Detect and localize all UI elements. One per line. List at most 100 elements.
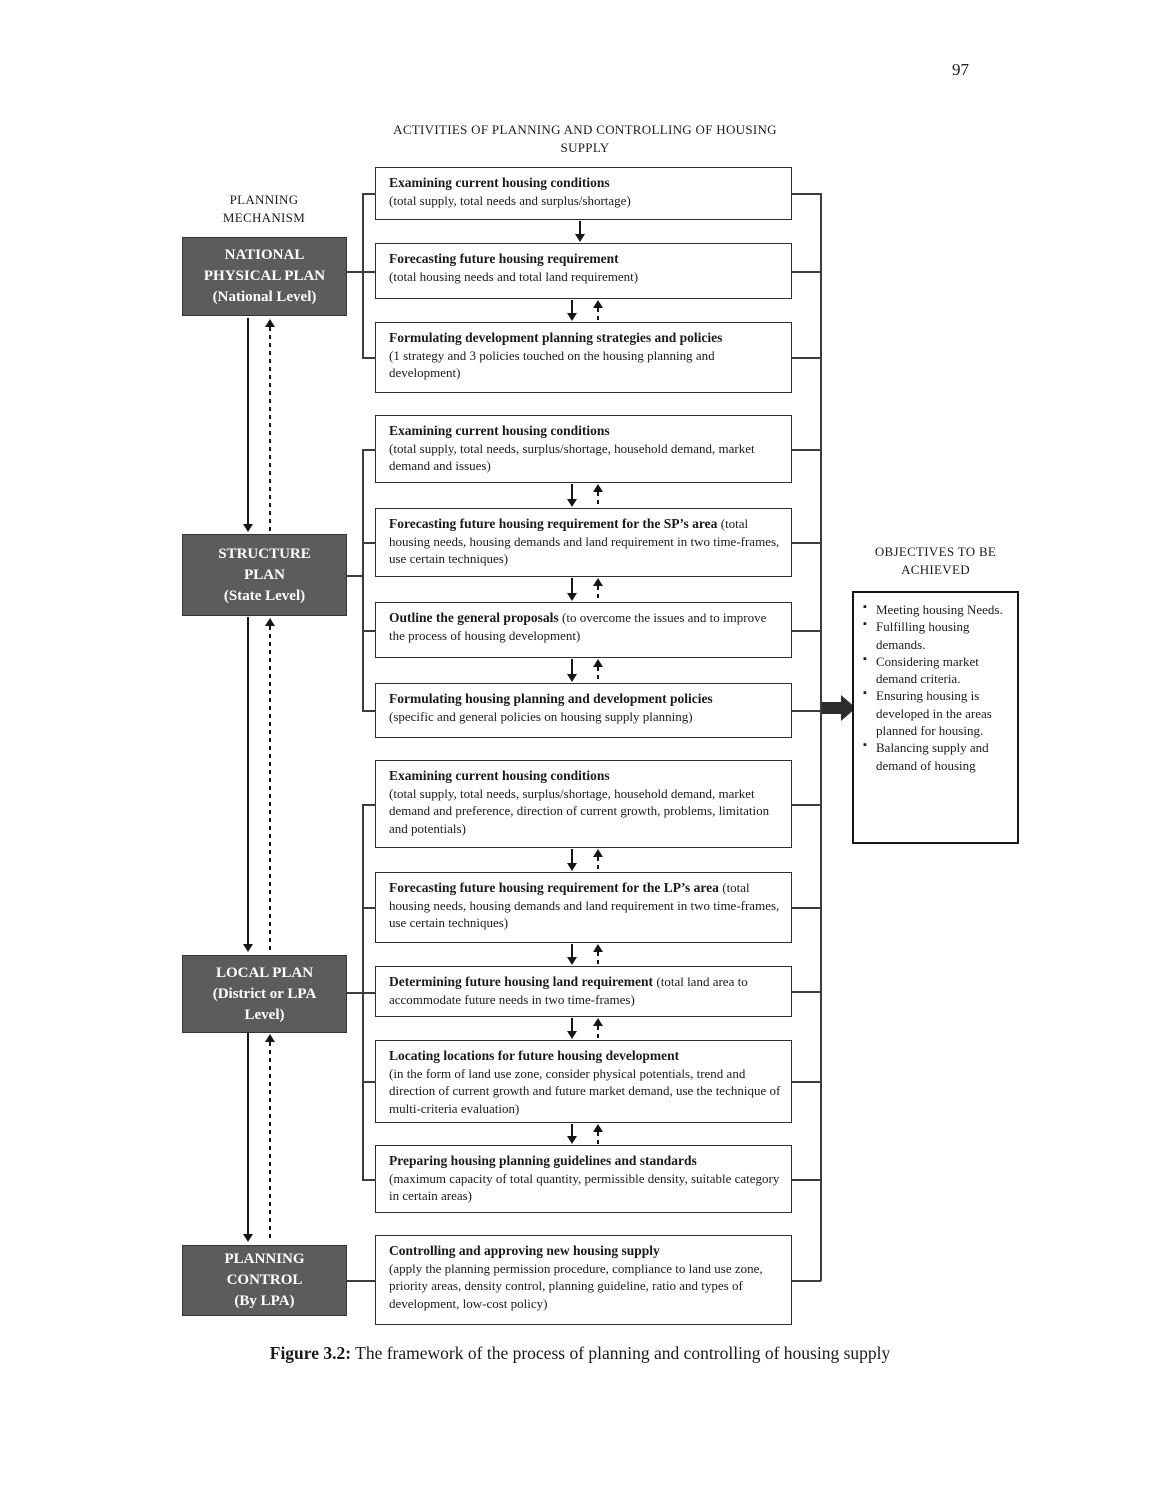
connector-line	[362, 193, 364, 358]
activity-detail: (total land area to accommodate future n…	[389, 974, 748, 1008]
connector-line	[792, 449, 821, 451]
activity-box-determining-land: Determining future housing land requirem…	[375, 966, 792, 1017]
planning-mechanism-header: PLANNING MECHANISM	[222, 192, 306, 225]
connector-line	[792, 804, 821, 806]
arrow-down-solid	[567, 1018, 577, 1039]
arrow-up-dashed	[593, 659, 603, 682]
objectives-box: Meeting housing Needs. Fulfilling housin…	[852, 591, 1019, 844]
connector-line	[362, 449, 364, 711]
plan-box-label: LOCAL PLAN (District or LPA Level)	[212, 964, 317, 1023]
connector-line	[362, 542, 376, 544]
figure-caption: Figure 3.2: The framework of the process…	[180, 1343, 980, 1364]
activity-title: Controlling and approving new housing su…	[389, 1243, 660, 1258]
plan-box-local-plan: LOCAL PLAN (District or LPA Level)	[182, 955, 347, 1033]
arrow-up-dashed	[265, 618, 275, 952]
connector-line	[362, 449, 376, 451]
connector-line	[792, 542, 821, 544]
connector-line	[362, 357, 376, 359]
objectives-list: Meeting housing Needs. Fulfilling housin…	[854, 593, 1017, 780]
page-number: 97	[952, 60, 969, 79]
objectives-header: OBJECTIVES TO BE ACHIEVED	[874, 544, 997, 577]
activity-detail: (total housing needs and total land requ…	[389, 269, 639, 285]
connector-line	[820, 193, 822, 1281]
arrow-up-dashed	[593, 944, 603, 965]
arrow-down-solid	[567, 944, 577, 965]
activity-detail: (total supply, total needs, surplus/shor…	[389, 441, 755, 474]
connector-line	[347, 575, 363, 577]
objective-item: Ensuring housing is developed in the are…	[863, 686, 1012, 739]
arrow-down-solid	[567, 659, 577, 682]
connector-line	[792, 357, 821, 359]
activity-detail: (total housing needs, housing demands an…	[389, 880, 780, 931]
activity-box-examining-national: Examining current housing conditions(tot…	[375, 167, 792, 220]
arrow-down-solid	[243, 617, 253, 952]
objective-item: Meeting housing Needs.	[863, 600, 1012, 618]
connector-line	[792, 1280, 821, 1282]
objective-item: Balancing supply and demand of housing	[863, 738, 1012, 774]
connector-line	[792, 907, 821, 909]
activity-box-forecasting-national: Forecasting future housing requirement (t…	[375, 243, 792, 299]
arrow-up-dashed	[593, 300, 603, 321]
connector-line	[347, 271, 376, 273]
activity-title: Preparing housing planning guidelines an…	[389, 1153, 697, 1168]
plan-box-structure-plan: STRUCTURE PLAN (State Level)	[182, 534, 347, 616]
connector-line	[362, 907, 376, 909]
arrow-down-solid	[243, 318, 253, 532]
diagram-title: ACTIVITIES OF PLANNING AND CONTROLLING O…	[393, 122, 777, 155]
activity-box-formulating-strategies: Formulating development planning strateg…	[375, 322, 792, 393]
objectives-block-arrow-icon	[822, 695, 856, 721]
arrow-down-solid	[575, 221, 585, 242]
objective-item: Fulfilling housing demands.	[863, 617, 1012, 653]
activity-title: Formulating housing planning and develop…	[389, 691, 713, 706]
activity-box-formulating-policies: Formulating housing planning and develop…	[375, 683, 792, 738]
arrow-up-dashed	[593, 1018, 603, 1039]
activity-detail: (in the form of land use zone, consider …	[389, 1066, 781, 1116]
activity-box-forecasting-lp: Forecasting future housing requirement f…	[375, 872, 792, 943]
activity-box-examining-sp: Examining current housing conditions(tot…	[375, 415, 792, 483]
connector-line	[347, 992, 376, 994]
connector-line	[362, 630, 376, 632]
plan-box-label: NATIONAL PHYSICAL PLAN (National Level)	[203, 247, 326, 305]
activity-detail: (total housing needs, housing demands an…	[389, 516, 780, 567]
figure-caption-text: The framework of the process of planning…	[351, 1343, 891, 1363]
arrow-up-dashed	[265, 1034, 275, 1242]
arrow-down-solid	[567, 849, 577, 871]
activity-title: Forecasting future housing requirement f…	[389, 880, 719, 895]
activity-detail: (apply the planning permission procedure…	[389, 1261, 763, 1311]
activity-title: Determining future housing land requirem…	[389, 974, 654, 989]
activity-detail: (to overcome the issues and to improve t…	[389, 610, 767, 644]
activity-title: Locating locations for future housing de…	[389, 1048, 680, 1063]
activity-box-outline-proposals: Outline the general proposals(to overcom…	[375, 602, 792, 658]
activity-title: Formulating development planning strateg…	[389, 330, 723, 345]
arrow-up-dashed	[593, 1124, 603, 1144]
figure-caption-label: Figure 3.2:	[269, 1343, 352, 1363]
connector-line	[792, 193, 821, 195]
connector-line	[362, 1179, 376, 1181]
arrow-up-dashed	[593, 484, 603, 507]
activity-title: Examining current housing conditions	[389, 175, 610, 190]
connector-line	[347, 1280, 376, 1282]
activity-title: Forecasting future housing requirement	[389, 251, 619, 266]
connector-line	[792, 1179, 821, 1181]
activity-title: Examining current housing conditions	[389, 768, 610, 783]
plan-box-label: STRUCTURE PLAN (State Level)	[218, 545, 311, 604]
arrow-down-solid	[567, 484, 577, 507]
activity-detail: (total supply, total needs, surplus/shor…	[389, 786, 770, 836]
connector-line	[362, 1081, 376, 1083]
plan-box-planning-control: PLANNING CONTROL (By LPA)	[182, 1245, 347, 1316]
activity-detail: (maximum capacity of total quantity, per…	[389, 1171, 780, 1204]
activity-box-locating-locations: Locating locations for future housing de…	[375, 1040, 792, 1123]
objective-item: Considering market demand criteria.	[863, 652, 1012, 688]
activity-box-controlling-approving: Controlling and approving new housing su…	[375, 1235, 792, 1325]
activity-box-forecasting-sp: Forecasting future housing requirement f…	[375, 508, 792, 577]
connector-line	[792, 991, 821, 993]
arrow-up-dashed	[593, 849, 603, 871]
activity-detail: (specific and general policies on housin…	[389, 709, 693, 725]
arrow-down-solid	[243, 1033, 253, 1242]
activity-title: Outline the general proposals	[389, 610, 559, 625]
connector-line	[792, 271, 821, 273]
arrow-down-solid	[567, 1124, 577, 1144]
plan-box-national-physical-plan: NATIONAL PHYSICAL PLAN (National Level)	[182, 237, 347, 316]
connector-line	[792, 1081, 821, 1083]
